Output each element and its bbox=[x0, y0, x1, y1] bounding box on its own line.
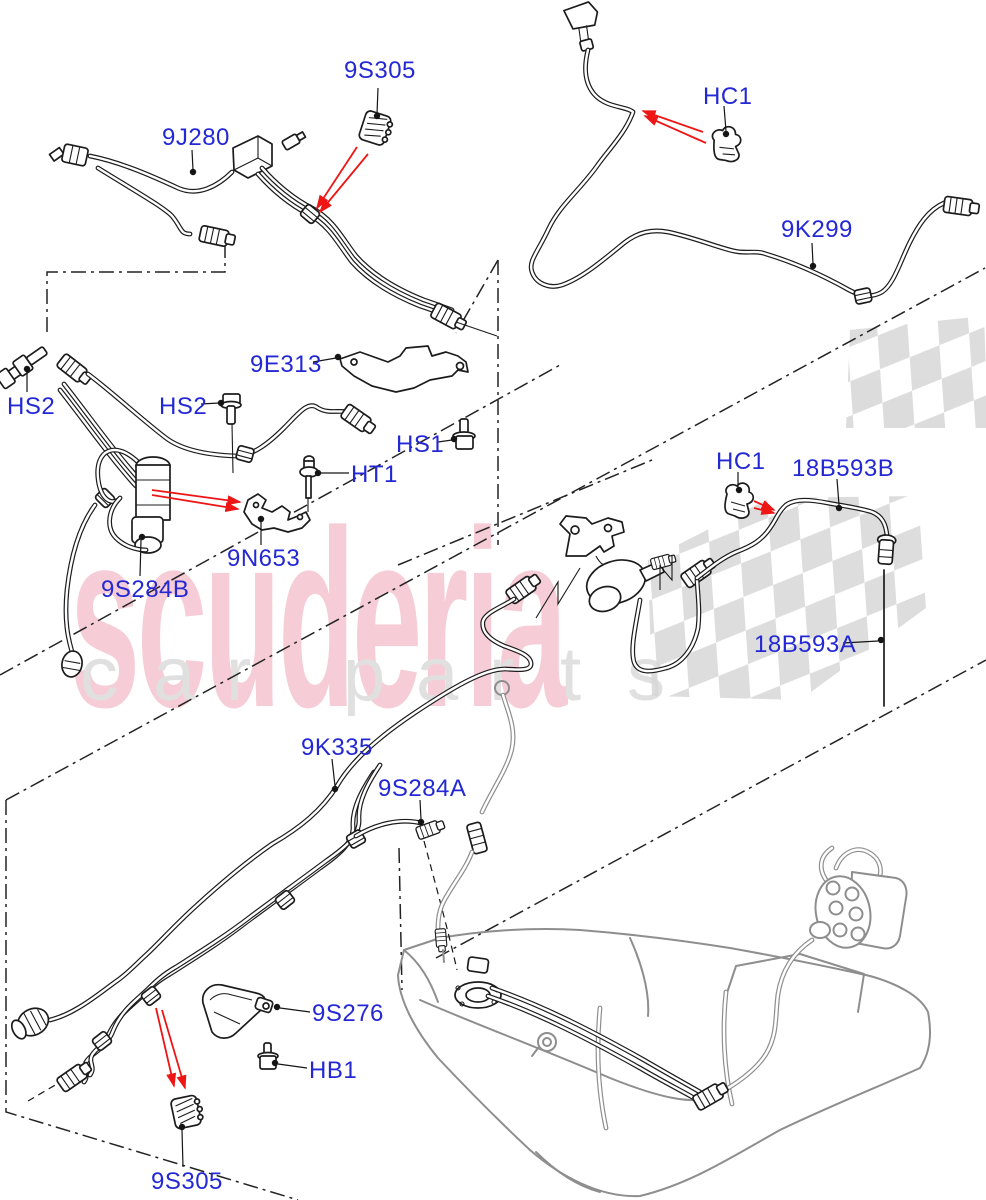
bolt-HS1 bbox=[452, 418, 476, 450]
part-label-9S284B[interactable]: 9S284B bbox=[101, 576, 190, 603]
watermark-letter: r bbox=[226, 632, 252, 717]
watermark-letter: p bbox=[343, 632, 386, 717]
clip-9S305-bottom bbox=[169, 1093, 207, 1131]
part-label-9S305-front[interactable]: 9S305 bbox=[344, 57, 416, 84]
fuel-pump-module bbox=[454, 956, 502, 1009]
heat-shield-9S276 bbox=[201, 983, 274, 1039]
bolt-HS2-mid bbox=[220, 393, 242, 474]
line-end-connector bbox=[10, 1007, 50, 1040]
part-label-HB1[interactable]: HB1 bbox=[309, 1057, 358, 1084]
part-label-9S305-rear[interactable]: 9S305 bbox=[151, 1168, 223, 1195]
part-label-HS1[interactable]: HS1 bbox=[396, 431, 445, 458]
construction-lines bbox=[0, 243, 986, 1200]
bolt-HS2-left-art bbox=[12, 346, 48, 377]
part-label-18B593B[interactable]: 18B593B bbox=[792, 455, 895, 482]
fuel-tank bbox=[397, 928, 931, 1198]
part-label-9K299[interactable]: 9K299 bbox=[781, 216, 853, 243]
assembly-18B593 bbox=[630, 497, 897, 707]
part-label-9S276[interactable]: 9S276 bbox=[312, 1000, 384, 1027]
watermark-letter: t bbox=[560, 632, 582, 717]
part-label-18B593A[interactable]: 18B593A bbox=[754, 631, 857, 658]
watermark-letter: c bbox=[80, 632, 118, 717]
bracket-9E313 bbox=[339, 345, 469, 393]
high-pressure-pump bbox=[715, 845, 908, 1097]
watermark-letter: a bbox=[153, 632, 196, 717]
part-label-9E313[interactable]: 9E313 bbox=[250, 351, 322, 378]
sensor-HT1 bbox=[299, 455, 319, 512]
bracket-9N653 bbox=[243, 493, 311, 533]
leader-lines bbox=[23, 87, 885, 1168]
clip-HC1-top bbox=[709, 124, 746, 166]
red-pointers bbox=[151, 110, 776, 1090]
assembly-vapor-valve bbox=[535, 515, 678, 619]
part-label-9K335[interactable]: 9K335 bbox=[301, 734, 373, 761]
part-label-HS2-left[interactable]: HS2 bbox=[7, 393, 56, 420]
assembly-underbody-lines bbox=[10, 570, 732, 1112]
part-label-HT1[interactable]: HT1 bbox=[351, 461, 398, 488]
assembly-rear-line-9K299 bbox=[528, 1, 981, 306]
part-label-9N653[interactable]: 9N653 bbox=[227, 545, 301, 572]
part-label-9S284A[interactable]: 9S284A bbox=[378, 775, 467, 802]
part-label-9J280[interactable]: 9J280 bbox=[162, 124, 230, 151]
assembly-front-lines-9J280 bbox=[48, 131, 498, 337]
watermark-checkered-flag bbox=[648, 316, 986, 700]
part-label-HS2-mid[interactable]: HS2 bbox=[159, 393, 208, 420]
part-label-HC1-front[interactable]: HC1 bbox=[703, 83, 753, 110]
part-label-HC1-rear[interactable]: HC1 bbox=[716, 448, 766, 475]
bolt-HB1 bbox=[257, 1042, 279, 1070]
